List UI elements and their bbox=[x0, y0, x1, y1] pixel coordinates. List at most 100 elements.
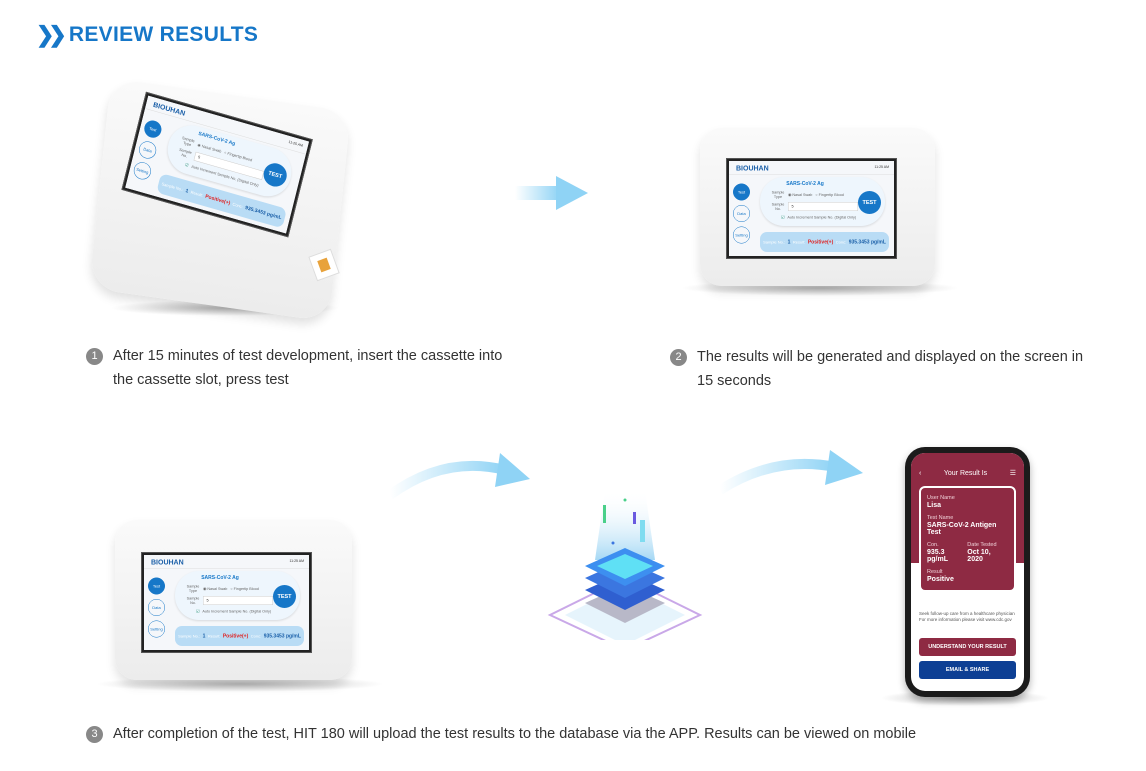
database-cloud-icon bbox=[547, 490, 703, 640]
arrow-right-icon bbox=[515, 186, 560, 200]
result-value: Positive bbox=[927, 576, 954, 583]
step-2: 2 The results will be generated and disp… bbox=[670, 345, 1100, 393]
nav-setting-button[interactable]: Setting bbox=[148, 620, 165, 638]
back-icon[interactable]: ‹ bbox=[919, 469, 922, 477]
step-text: The results will be generated and displa… bbox=[697, 349, 1084, 389]
test-card: SARS-CoV-2 Ag Sample Type ◉ Nasal Swab ○… bbox=[760, 177, 885, 226]
analyzer-device-2: BIOUHAN 11:25 AM Test Data Setting SARS-… bbox=[700, 128, 935, 286]
checkbox-icon[interactable]: ☑ bbox=[196, 609, 200, 614]
device-screen: BIOUHAN 11:25 AM Test Data Setting SARS-… bbox=[125, 95, 310, 234]
nav-data-button[interactable]: Data bbox=[733, 205, 750, 222]
result-label: Result: bbox=[792, 239, 806, 245]
test-button[interactable]: TEST bbox=[858, 191, 881, 214]
device-screen: BIOUHAN 11:25 AM Test Data Setting SARS-… bbox=[729, 161, 894, 256]
result-sample-no: 1 bbox=[787, 239, 791, 245]
conc-value: 935.3453 pg/mL bbox=[263, 633, 301, 639]
step-text: After 15 minutes of test development, in… bbox=[113, 348, 503, 388]
nav-test-button[interactable]: Test bbox=[142, 118, 164, 140]
radio-nasal-swab[interactable]: ◉ Nasal Swab bbox=[197, 142, 222, 154]
clock: 11:25 AM bbox=[289, 559, 304, 564]
test-name: SARS-CoV-2 Antigen Test bbox=[927, 522, 997, 536]
brand-logo: BIOUHAN bbox=[736, 164, 769, 172]
device-screen: BIOUHAN 11:25 AM Test Data Setting SARS-… bbox=[144, 555, 309, 650]
radio-fingertip-blood[interactable]: ○ Fingertip Blood bbox=[815, 192, 844, 197]
radio-label: Nasal Swab bbox=[792, 192, 813, 197]
conc-label: Conc: bbox=[250, 633, 262, 639]
radio-label: Fingertip Blood bbox=[226, 150, 253, 163]
curved-arrow-icon bbox=[717, 450, 863, 495]
title-text: REVIEW RESULTS bbox=[68, 23, 259, 46]
step-1: 1 After 15 minutes of test development, … bbox=[86, 344, 526, 392]
clock: 11:25 AM bbox=[288, 140, 304, 148]
double-chevron-right-icon: ❯❯ bbox=[36, 22, 67, 47]
radio-label: Nasal Swab bbox=[207, 586, 228, 591]
nav-setting-button[interactable]: Setting bbox=[733, 226, 750, 244]
checkbox-icon[interactable]: ☑ bbox=[184, 162, 190, 168]
nav-test-button[interactable]: Test bbox=[733, 183, 750, 201]
auto-increment-label: Auto Increment Sample No. (Digital Only) bbox=[787, 215, 857, 220]
user-name-label: User Name bbox=[927, 495, 955, 501]
radio-nasal-swab[interactable]: ◉ Nasal Swab bbox=[788, 192, 813, 197]
radio-label: Fingertip Blood bbox=[818, 192, 844, 197]
page-title: ❯❯ REVIEW RESULTS bbox=[36, 22, 258, 48]
checkbox-icon[interactable]: ☑ bbox=[781, 215, 785, 220]
understand-result-button[interactable]: UNDERSTAND YOUR RESULT bbox=[919, 638, 1016, 656]
email-share-button[interactable]: EMAIL & SHARE bbox=[919, 661, 1016, 679]
result-value: Positive(+) bbox=[807, 239, 834, 245]
test-name-label: Test Name bbox=[927, 515, 954, 521]
test-button[interactable]: TEST bbox=[273, 585, 296, 608]
auto-increment-label: Auto Increment Sample No. (Digital Only) bbox=[202, 609, 272, 614]
step-3: 3 After completion of the test, HIT 180 … bbox=[86, 722, 1086, 746]
result-card: User Name Lisa Test Name SARS-CoV-2 Anti… bbox=[919, 486, 1016, 592]
step-number: 3 bbox=[86, 726, 103, 743]
advice-note: Seek follow-up care from a healthcare ph… bbox=[919, 611, 1015, 622]
result-label: Result: bbox=[190, 189, 204, 198]
phone-title: Your Result Is bbox=[943, 469, 988, 477]
sample-no-input[interactable]: 5 bbox=[788, 202, 858, 211]
test-card: SARS-CoV-2 Ag Sample Type ◉ Nasal Swab ○… bbox=[175, 571, 300, 620]
test-button[interactable]: TEST bbox=[261, 160, 290, 190]
sample-type-label: Sample Type bbox=[186, 584, 200, 593]
sample-no-label: Sample No. bbox=[771, 202, 785, 211]
test-title: SARS-CoV-2 Ag bbox=[201, 575, 239, 581]
result-sample-no: 1 bbox=[184, 187, 190, 194]
user-name: Lisa bbox=[927, 502, 942, 509]
radio-label: Fingertip Blood bbox=[233, 586, 259, 591]
date-label: Date Tested bbox=[967, 542, 997, 548]
analyzer-device-3: BIOUHAN 11:25 AM Test Data Setting SARS-… bbox=[115, 520, 352, 680]
radio-fingertip-blood[interactable]: ○ Fingertip Blood bbox=[230, 586, 259, 591]
sample-no-label: Sample No. bbox=[186, 596, 200, 605]
radio-label: Nasal Swab bbox=[201, 143, 222, 154]
conc-label: Con. bbox=[927, 542, 939, 548]
smartphone: ‹ Your Result Is ☰ User Name Lisa Test N… bbox=[905, 447, 1030, 697]
nav-data-button[interactable]: Data bbox=[137, 139, 158, 161]
curved-arrow-icon bbox=[387, 453, 530, 500]
step-text: After completion of the test, HIT 180 wi… bbox=[113, 726, 917, 742]
step-number: 1 bbox=[86, 348, 103, 365]
sample-type-label: Sample Type bbox=[771, 190, 785, 199]
nav-setting-button[interactable]: Setting bbox=[132, 160, 153, 182]
conc-value: 935.3453 pg/mL bbox=[244, 204, 283, 221]
sample-no-label: Sample No. bbox=[178, 147, 193, 159]
arrow-head-icon bbox=[556, 176, 588, 210]
date-value: Oct 10, 2020 bbox=[967, 549, 991, 563]
analyzer-device-1: BIOUHAN 11:25 AM Test Data Setting SARS-… bbox=[88, 78, 352, 322]
result-sample-label: Sample No.: bbox=[178, 633, 201, 639]
result-value: Positive(+) bbox=[204, 193, 231, 206]
result-bar: Sample No.: 1 Result: Positive(+) Conc: … bbox=[760, 232, 889, 252]
sample-no-input[interactable]: 5 bbox=[203, 596, 273, 605]
radio-nasal-swab[interactable]: ◉ Nasal Swab bbox=[203, 586, 228, 591]
menu-icon[interactable]: ☰ bbox=[1009, 470, 1016, 477]
test-title: SARS-CoV-2 Ag bbox=[786, 181, 824, 187]
nav-test-button[interactable]: Test bbox=[148, 577, 165, 595]
conc-value: 935.3 pg/mL bbox=[927, 549, 948, 563]
sample-type-label: Sample Type bbox=[181, 135, 196, 148]
conc-label: Conc: bbox=[232, 201, 244, 209]
conc-value: 935.3453 pg/mL bbox=[848, 239, 886, 245]
nav-data-button[interactable]: Data bbox=[148, 599, 165, 616]
result-label: Result: bbox=[207, 633, 221, 639]
brand-logo: BIOUHAN bbox=[151, 558, 184, 566]
result-sample-no: 1 bbox=[202, 633, 206, 639]
result-bar: Sample No.: 1 Result: Positive(+) Conc: … bbox=[175, 626, 304, 646]
clock: 11:25 AM bbox=[874, 165, 889, 170]
